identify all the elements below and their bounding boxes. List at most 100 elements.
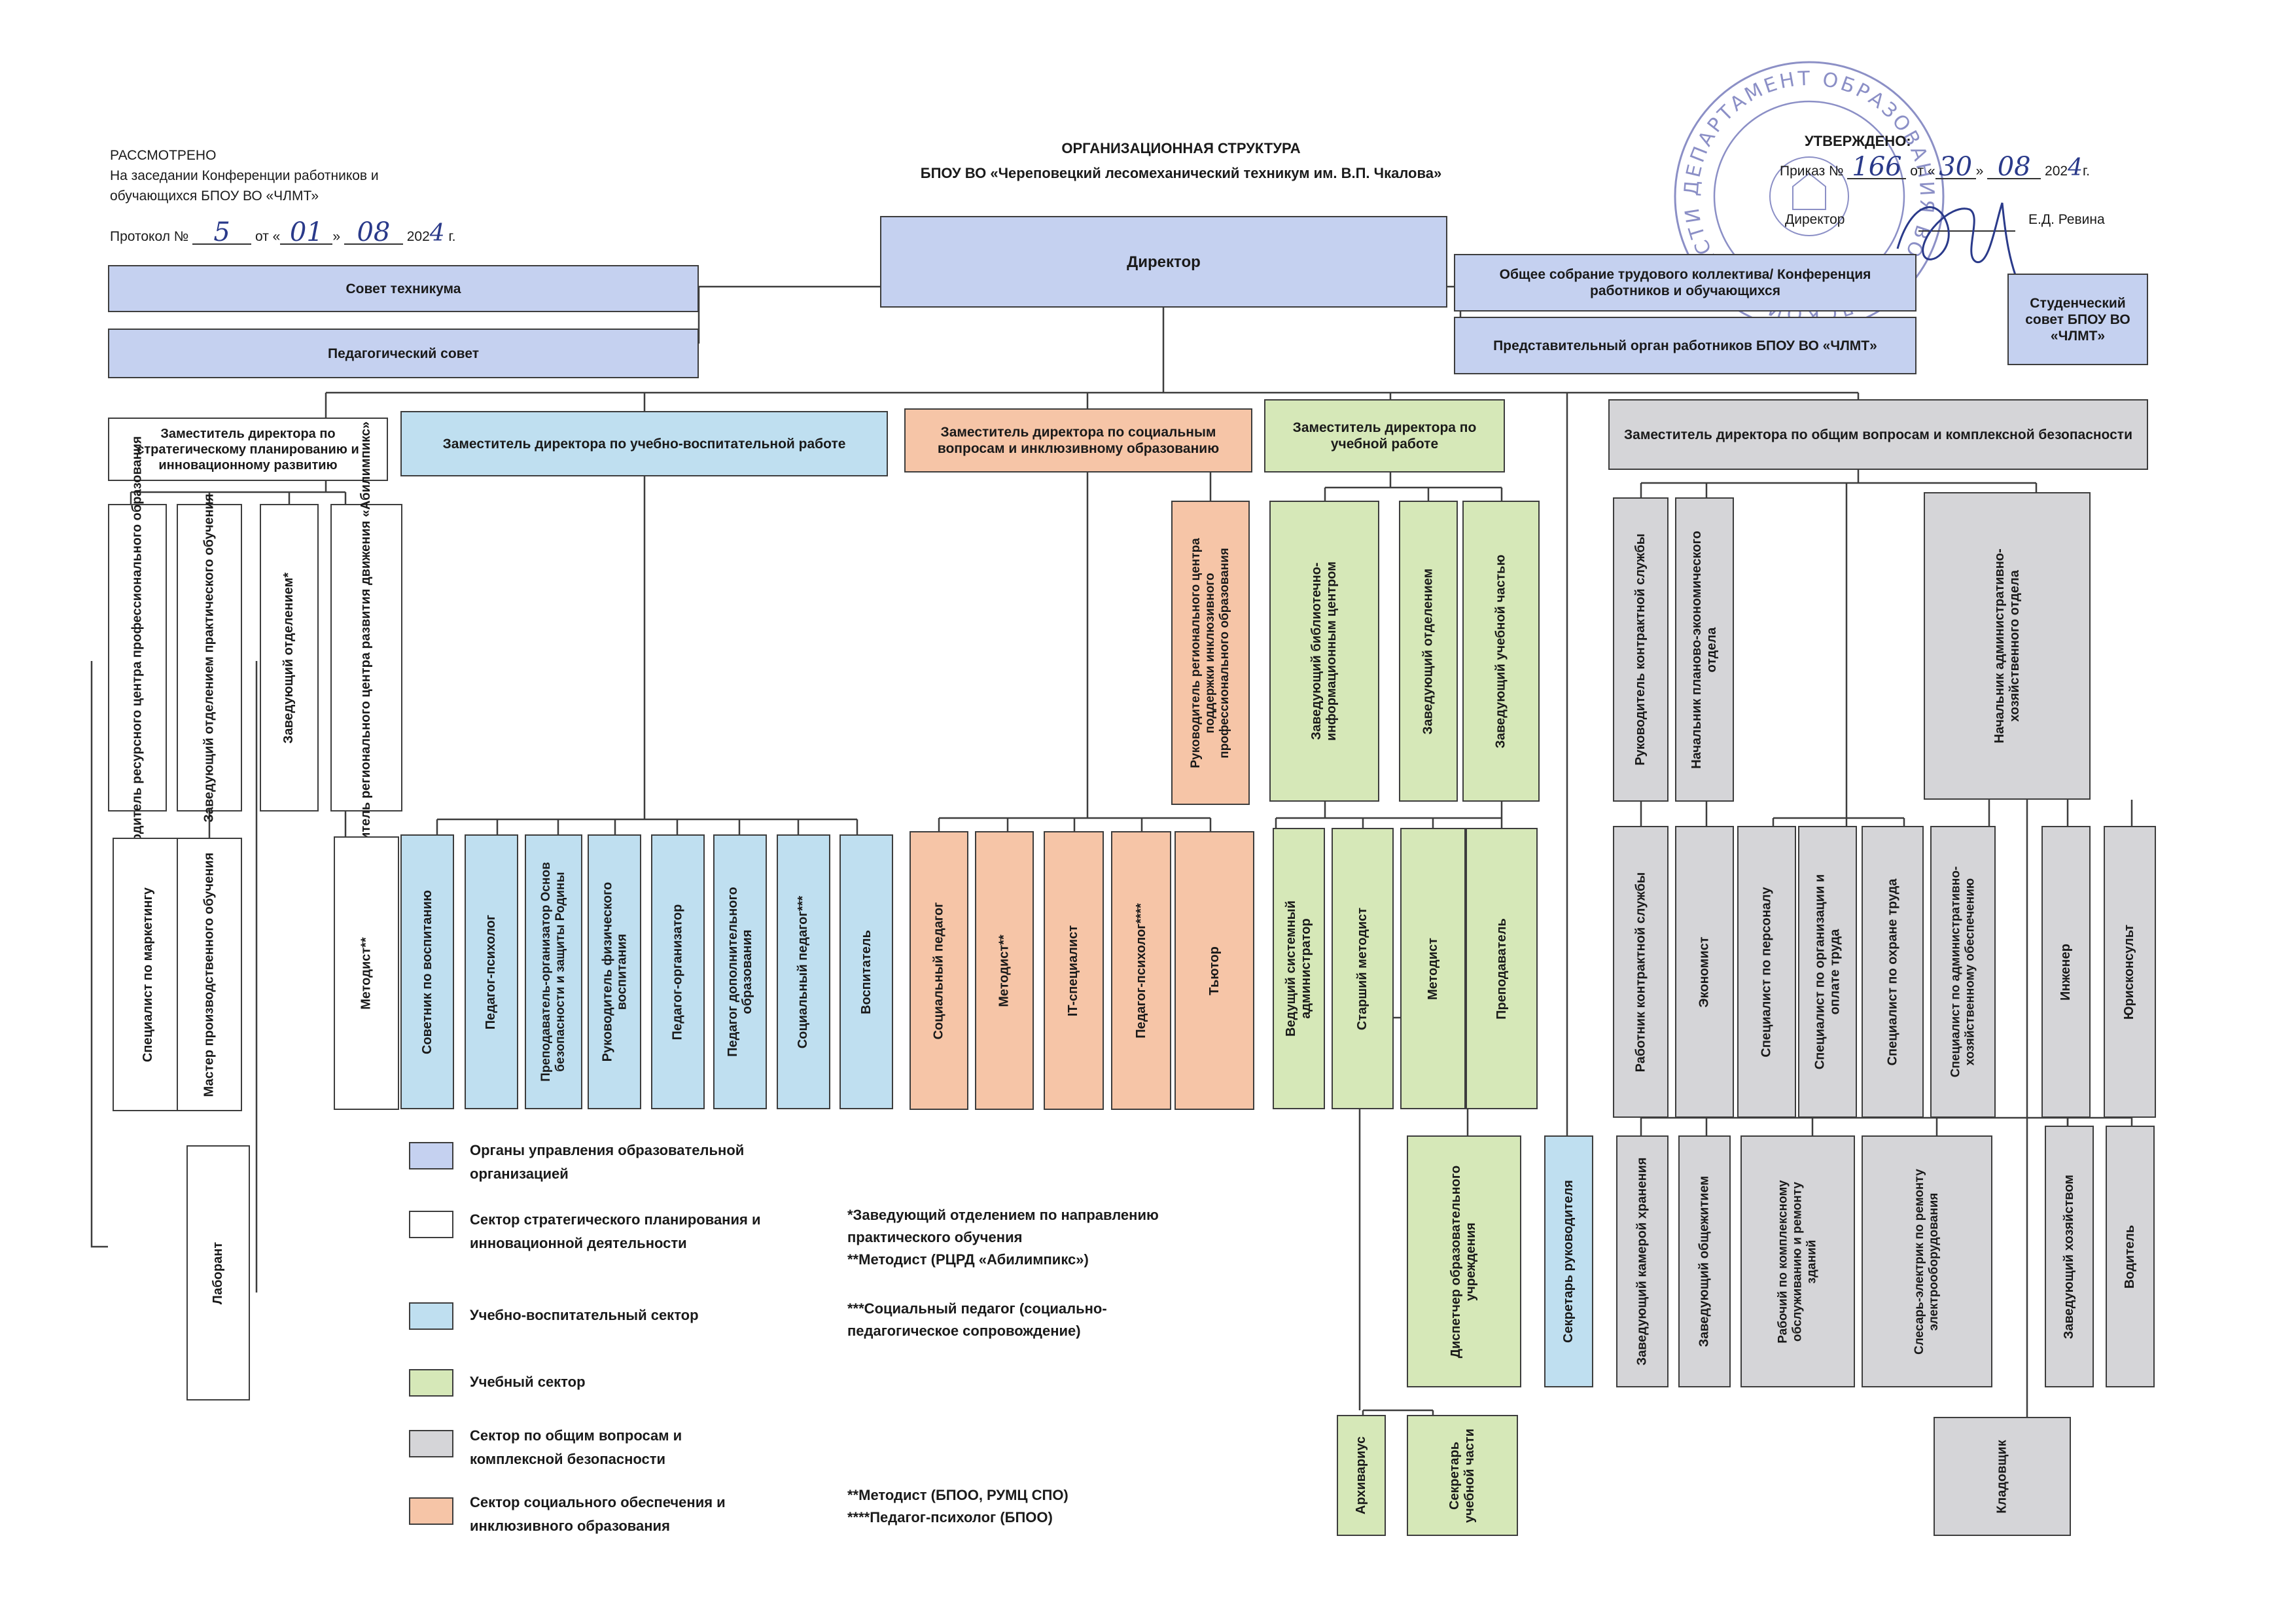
- legend-swatch-governance: [409, 1142, 453, 1169]
- order-line: Приказ № 166 от «30» 08 2024г.: [1780, 152, 2090, 182]
- general-staff-4: Специалист по охране труда: [1862, 826, 1924, 1118]
- general-bottom-1: Заведующий общежитием: [1678, 1135, 1731, 1387]
- abilympics-center-head: Руководитель регионального центра развит…: [330, 421, 402, 895]
- protocol-suffix: г.: [448, 229, 456, 244]
- approved-title: УТВЕРЖДЕНО:: [1805, 133, 1911, 149]
- order-month: 08: [1987, 154, 2041, 180]
- footnote-1: *Заведующий отделением по направлению пр…: [847, 1207, 1159, 1268]
- practical-training-head: Заведующий отделением практического обуч…: [177, 493, 242, 822]
- admin-household-head: Начальник административно-хозяйственного…: [1924, 492, 2091, 800]
- legend-swatch-social: [409, 1497, 453, 1525]
- order-year-prefix: 202: [2045, 164, 2068, 179]
- study-staff-2: Методист: [1400, 828, 1466, 1109]
- resource-center-head: Руководитель ресурсного центра профессио…: [108, 436, 167, 880]
- archivist-box: Архивариус: [1337, 1415, 1386, 1536]
- general-staff-5: Специалист по административно-хозяйствен…: [1930, 826, 1996, 1118]
- social-staff-0: Социальный педагог: [910, 831, 968, 1110]
- storekeeper-box: Кладовщик: [1934, 1417, 2071, 1536]
- contract-service-head: Руководитель контрактной службы: [1613, 497, 1669, 802]
- page-title: ОРГАНИЗАЦИОННАЯ СТРУКТУРА БПОУ ВО «Череп…: [785, 136, 1577, 186]
- edu-staff-7: Воспитатель: [839, 834, 893, 1109]
- marketing-specialist: Специалист по маркетингу: [113, 838, 185, 1111]
- deputy-study-box: Заместитель директора по учебной работе: [1264, 399, 1505, 473]
- order-suffix: г.: [2082, 164, 2090, 179]
- social-staff-2: IT-специалист: [1044, 831, 1104, 1110]
- legend-label-educational: Учебно-воспитательный сектор: [470, 1307, 699, 1323]
- library-center-head: Заведующий библиотечно-информационным це…: [1269, 501, 1379, 802]
- production-master: Мастер производственного обучения: [177, 838, 242, 1111]
- protocol-date-from: от «: [255, 229, 281, 244]
- director-box: Директор: [880, 216, 1447, 308]
- study-department-head: Заведующий отделением: [1399, 501, 1458, 802]
- edu-staff-0: Советник по воспитанию: [400, 834, 454, 1109]
- study-office-head: Заведующий учебной частью: [1462, 501, 1540, 802]
- reviewed-title: РАССМОТРЕНО: [110, 148, 217, 163]
- protocol-year-digit: 4: [429, 220, 445, 247]
- methodist-abilympics: Методист**: [334, 836, 399, 1110]
- signature-line: [1918, 230, 2015, 232]
- footnote-3: **Методист (БПОО, РУМЦ СПО) ****Педагог-…: [847, 1487, 1069, 1525]
- order-year-digit: 4: [2068, 154, 2083, 181]
- page-title-line1: ОРГАНИЗАЦИОННАЯ СТРУКТУРА: [1061, 140, 1301, 156]
- general-staff-6: Инженер: [2041, 826, 2091, 1118]
- protocol-number: 5: [192, 219, 252, 245]
- representative-body-box: Представительный орган работников БПОУ В…: [1454, 317, 1916, 374]
- director-secretary-box: Секретарь руководителя: [1544, 1135, 1593, 1387]
- general-staff-1: Экономист: [1675, 826, 1734, 1118]
- legend-label-governance: Органы управления образовательной органи…: [470, 1142, 745, 1182]
- order-prefix: Приказ №: [1780, 164, 1844, 179]
- reviewed-line2: обучающихся БПОУ ВО «ЧЛМТ»: [110, 188, 319, 204]
- deputy-educational-box: Заместитель директора по учебно-воспитат…: [400, 411, 888, 476]
- school-council-box: Совет техникума: [108, 265, 699, 312]
- signature: [1896, 202, 2017, 276]
- pedagogical-council-box: Педагогический совет: [108, 329, 699, 378]
- approver-role: Директор: [1785, 212, 1845, 227]
- protocol-prefix: Протокол №: [110, 229, 189, 244]
- order-number: 166: [1847, 154, 1907, 180]
- footnote-2: ***Социальный педагог (социально- педаго…: [847, 1300, 1107, 1339]
- deputy-general-box: Заместитель директора по общим вопросам …: [1608, 399, 2148, 470]
- page-title-line2: БПОУ ВО «Череповецкий лесомеханический т…: [920, 165, 1442, 181]
- protocol-day: 01: [280, 219, 333, 245]
- study-staff-3: Преподаватель: [1466, 828, 1538, 1109]
- protocol-line: Протокол № 5 от «01» 08 2024 г.: [110, 217, 456, 247]
- general-staff-7: Юрисконсульт: [2104, 826, 2156, 1118]
- legend-swatch-strategy: [409, 1211, 453, 1238]
- edu-staff-1: Педагог-психолог: [465, 834, 518, 1109]
- legend-label-social: Сектор социального обеспечения и инклюзи…: [470, 1494, 726, 1534]
- approval-left: РАССМОТРЕНО На заседании Конференции раб…: [110, 145, 379, 206]
- legend-label-strategy: Сектор стратегического планирования и ин…: [470, 1211, 761, 1251]
- legend-swatch-study: [409, 1369, 453, 1397]
- general-staff-0: Работник контрактной службы: [1613, 826, 1669, 1118]
- protocol-month: 08: [344, 219, 403, 245]
- legend-label-general: Сектор по общим вопросам и комплексной б…: [470, 1427, 682, 1467]
- order-date-from: от «: [1910, 164, 1935, 179]
- approver-name: Е.Д. Ревина: [2028, 212, 2105, 227]
- legend-label-study: Учебный сектор: [470, 1374, 586, 1390]
- general-meeting-box: Общее собрание трудового коллектива/ Кон…: [1454, 254, 1916, 312]
- social-staff-1: Методист**: [975, 831, 1034, 1110]
- legend-swatch-general: [409, 1430, 453, 1457]
- social-staff-4: Тьютор: [1174, 831, 1254, 1110]
- deputy-social-box: Заместитель директора по социальным вопр…: [904, 408, 1252, 473]
- legend-swatch-educational: [409, 1302, 453, 1330]
- student-council-box: Студенческий совет БПОУ ВО «ЧЛМТ»: [2007, 274, 2148, 365]
- lab-assistant: Лаборант: [186, 1145, 250, 1400]
- general-bottom-4: Заведующий хозяйством: [2045, 1126, 2094, 1387]
- general-bottom-0: Заведующий камерой хранения: [1616, 1135, 1669, 1387]
- deputy-strategy-box: Заместитель директора по стратегическому…: [108, 418, 388, 481]
- social-staff-3: Педагог-психолог****: [1111, 831, 1171, 1110]
- general-bottom-5: Водитель: [2106, 1126, 2155, 1387]
- study-staff-1: Старший методист: [1332, 828, 1394, 1109]
